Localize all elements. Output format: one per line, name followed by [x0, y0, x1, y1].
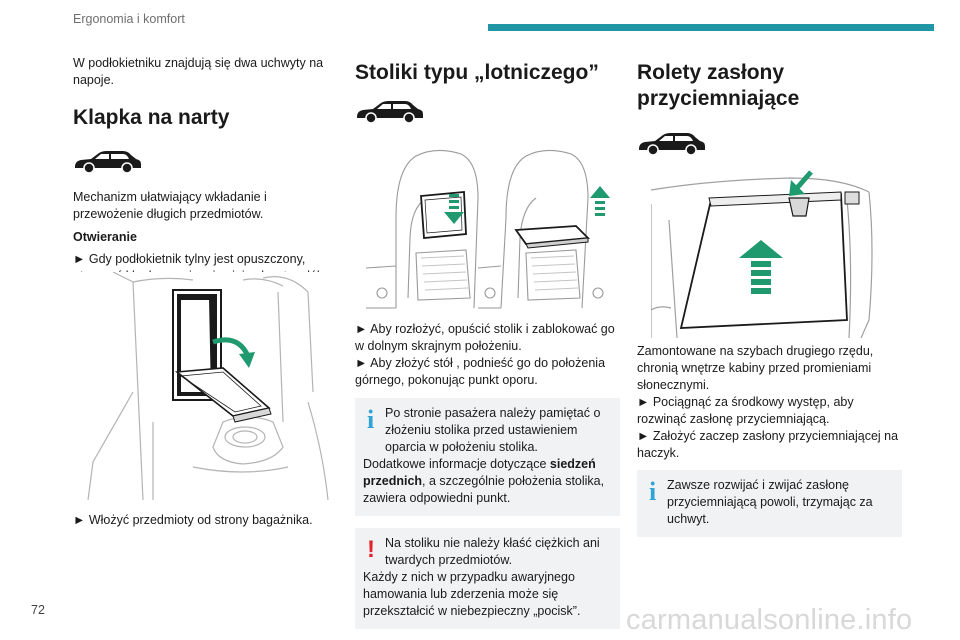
sun-blind-step-2: ► Założyć zaczep zasłony przyciemniające… — [637, 429, 899, 460]
column-left: W podłokietniku znajdują się dwa uchwyty… — [73, 55, 338, 285]
car-suv-icon — [357, 101, 423, 124]
heading-airline-tables: Stoliki typu „lotniczego” — [355, 61, 599, 84]
column-middle-text: ► Aby rozłożyć, opuścić stolik i zabloko… — [355, 321, 620, 629]
warning-icon: ! — [367, 536, 375, 563]
section-title: Ergonomia i komfort — [73, 12, 185, 26]
column-middle: Stoliki typu „lotniczego” — [355, 60, 620, 125]
arrow-up-icon — [590, 186, 610, 216]
info-icon: i — [367, 405, 375, 434]
table-step-2: ► Aby złożyć stół , podnieść go do położ… — [355, 356, 606, 387]
arrow-up-icon — [739, 240, 783, 294]
ski-hatch-illustration — [73, 272, 336, 500]
section-accent-bar — [488, 24, 934, 31]
seat-tables-illustration — [366, 148, 616, 313]
table-step-1: ► Aby rozłożyć, opuścić stolik i zabloko… — [355, 322, 615, 353]
sun-blind-illustration — [651, 170, 877, 338]
info-note-tables: i Po stronie pasażera należy pamiętać o … — [355, 398, 620, 516]
car-suv-icon — [639, 133, 705, 156]
info-note-text-2c: , a szczególnie położenia stolika, zawie… — [363, 474, 605, 505]
ski-hatch-description: Mechanizm ułatwiający wkładanie i przewo… — [73, 190, 267, 221]
sun-blind-step-1: ► Pociągnąć za środkowy występ, aby rozw… — [637, 395, 854, 426]
warning-note-text-1: Na stoliku nie należy kłaść ciężkich ani… — [385, 536, 600, 567]
info-note-text-2: Dodatkowe informacje dotyczące siedzeń p… — [363, 456, 612, 507]
column-right: Rolety zasłony przyciemniające — [637, 60, 902, 157]
sun-blind-description: Zamontowane na szybach drugiego rzędu, c… — [637, 344, 874, 392]
info-note-text-2b: siedzeń przednich — [363, 457, 596, 488]
cupholder-text: W podłokietniku znajdują się dwa uchwyty… — [73, 56, 324, 87]
page-number: 72 — [31, 603, 45, 617]
watermark: carmanualsonline.info — [626, 604, 913, 636]
info-icon: i — [649, 477, 657, 506]
heading-sun-blinds: Rolety zasłony przyciemniające — [637, 61, 800, 110]
ski-hatch-step-2: ► Włożyć przedmioty od strony bagażnika. — [73, 513, 313, 527]
column-right-text: Zamontowane na szybach drugiego rzędu, c… — [637, 343, 905, 537]
arrow-down-icon — [444, 194, 464, 224]
arrow-down-icon — [789, 170, 813, 196]
warning-note-tables: ! Na stoliku nie należy kłaść ciężkich a… — [355, 528, 620, 629]
arrow-down-icon — [212, 337, 255, 368]
info-note-blinds: i Zawsze rozwijać i zwijać zasłonę przyc… — [637, 470, 902, 537]
info-note-text-1: Po stronie pasażera należy pamiętać o zł… — [385, 406, 601, 454]
heading-ski-hatch: Klapka na narty — [73, 106, 230, 129]
car-suv-icon — [75, 151, 141, 174]
info-note-text-2a: Dodatkowe informacje dotyczące — [363, 457, 550, 471]
warning-note-text-2: Każdy z nich w przypadku awaryjnego hamo… — [363, 570, 581, 618]
subheading-opening: Otwieranie — [73, 230, 137, 244]
info-note-blinds-text: Zawsze rozwijać i zwijać zasłonę przycie… — [667, 478, 873, 526]
